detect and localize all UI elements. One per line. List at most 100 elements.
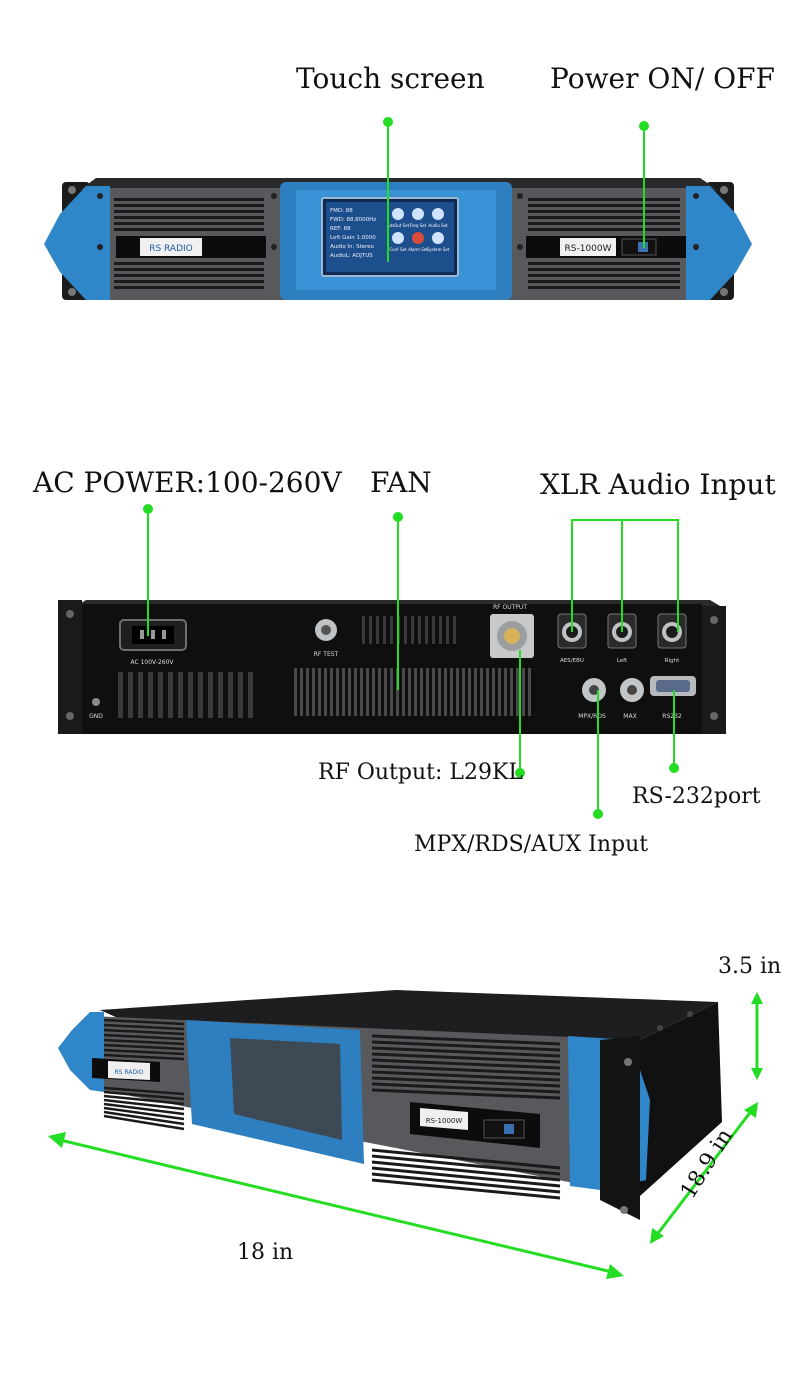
screen-menu-icon[interactable] xyxy=(432,208,444,220)
fan-fin xyxy=(300,668,303,716)
fan-fin xyxy=(504,668,507,716)
screen-line: FMD: 88 xyxy=(330,208,353,214)
fan-fin xyxy=(444,668,447,716)
vent-slot xyxy=(528,204,680,207)
fan-fin xyxy=(372,668,375,716)
screen-menu-label: Freq Set xyxy=(410,223,427,228)
vent-slot xyxy=(371,1064,561,1076)
fan-fin xyxy=(498,668,501,716)
vent-slot xyxy=(528,262,680,265)
brand-badge-text: RS RADIO xyxy=(149,244,193,254)
vent-slot xyxy=(371,1058,561,1070)
rf-output-label: RF Output: L29KL xyxy=(318,760,524,785)
rear-vent-slot xyxy=(404,616,407,644)
rear-vent-slot xyxy=(411,616,414,644)
screen-line: Audio In: Stereo xyxy=(330,244,375,250)
gnd-terminal[interactable] xyxy=(92,698,100,706)
fan-fin xyxy=(330,668,333,716)
rf-output-pointer xyxy=(515,768,525,778)
rear-vent-slot xyxy=(128,672,133,718)
screen-menu-icon[interactable] xyxy=(392,232,404,244)
rear-vent-left xyxy=(118,672,253,718)
width-dimension-label: 18 in xyxy=(237,1240,294,1265)
front-annotations xyxy=(383,117,649,262)
fan-fin xyxy=(510,668,513,716)
rear-vent-slot xyxy=(208,672,213,718)
screen-line: FWD: 88.8000Hz xyxy=(330,217,376,223)
blue-side-cap-left xyxy=(44,186,110,300)
vent-slot xyxy=(371,1172,561,1194)
fan-fin xyxy=(414,668,417,716)
screen-line: AudioL: ADJTUS xyxy=(330,253,373,259)
rear-vent-slot xyxy=(138,672,143,718)
fan-fin xyxy=(342,668,345,716)
fan-fin xyxy=(438,668,441,716)
fan-fin xyxy=(480,668,483,716)
fan-fin xyxy=(360,668,363,716)
rf-output-panel-text: RF OUTPUT xyxy=(493,604,527,611)
vent-slot xyxy=(103,1018,185,1026)
screen-menu-icon[interactable] xyxy=(412,208,424,220)
fan-fin xyxy=(528,668,531,716)
vent-slot xyxy=(114,198,264,201)
rear-vent-slot xyxy=(418,616,421,644)
fan-fin xyxy=(378,668,381,716)
perspective-model-text: RS-1000W xyxy=(426,1117,463,1125)
vent-slot xyxy=(528,210,680,213)
fan-fin xyxy=(312,668,315,716)
vent-slot xyxy=(371,1052,561,1064)
fan-fin xyxy=(492,668,495,716)
screen-menu-label: System Set xyxy=(427,247,450,252)
mpx-input-label: MPX/RDS/AUX Input xyxy=(414,832,649,857)
vent-slot xyxy=(371,1040,561,1052)
fan-fin xyxy=(420,668,423,716)
front-vent-left xyxy=(114,198,264,289)
model-badge-text: RS-1000W xyxy=(564,244,611,254)
screen-line: REF: 88 xyxy=(330,226,351,232)
screen-menu-icon[interactable] xyxy=(392,208,404,220)
vent-slot xyxy=(371,1088,561,1100)
perspective-brand-text: RS RADIO xyxy=(114,1069,143,1076)
vent-slot xyxy=(114,274,264,277)
vent-slot xyxy=(103,1114,185,1131)
vent-slot xyxy=(528,222,680,225)
rear-vent-slot xyxy=(453,616,456,644)
fan-fin xyxy=(408,668,411,716)
fan-fin xyxy=(354,668,357,716)
vent-slot xyxy=(114,210,264,213)
vent-slot xyxy=(371,1160,561,1182)
depth-arrow xyxy=(654,1109,754,1237)
perspective-vent-left xyxy=(103,1018,185,1131)
fan-fin xyxy=(462,668,465,716)
fan-fin xyxy=(366,668,369,716)
fan-fin xyxy=(324,668,327,716)
perspective-unit: RS RADIO RS-1000W xyxy=(58,990,722,1220)
vent-slot xyxy=(114,262,264,265)
vent-slot xyxy=(103,1048,185,1056)
vent-slot xyxy=(114,216,264,219)
mpx-pointer xyxy=(593,809,603,819)
vent-slot xyxy=(371,1046,561,1058)
screen-menu-icon[interactable] xyxy=(412,232,424,244)
rear-vent-slot xyxy=(148,672,153,718)
rear-vent-slot xyxy=(178,672,183,718)
rear-annotations xyxy=(143,504,679,819)
rear-vent-slot xyxy=(362,616,365,644)
rear-vent-slot xyxy=(218,672,223,718)
screen-menu-icon[interactable] xyxy=(432,232,444,244)
fan-fin xyxy=(294,668,297,716)
rear-vent-slot xyxy=(446,616,449,644)
fan-fin xyxy=(318,668,321,716)
vent-slot xyxy=(371,1034,561,1046)
vent-slot xyxy=(371,1154,561,1176)
rear-vent-slot xyxy=(425,616,428,644)
fan-fin xyxy=(396,668,399,716)
fan-fin xyxy=(402,668,405,716)
vent-slot xyxy=(371,1148,561,1170)
fan-fin xyxy=(486,668,489,716)
vent-slot xyxy=(103,1098,185,1111)
vent-slot xyxy=(103,1110,185,1126)
